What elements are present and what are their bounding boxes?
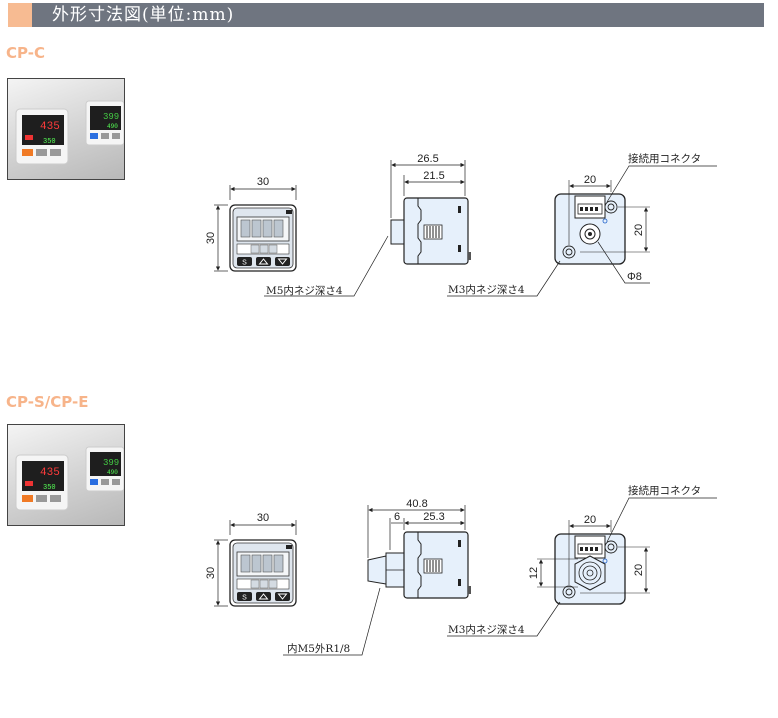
section-title-cp-c: CP-C xyxy=(6,44,45,62)
svg-text:M3内ネジ深さ4: M3内ネジ深さ4 xyxy=(448,283,525,296)
side-view-cp-c: 26.5 21.5 M5内ネジ深さ4 xyxy=(264,153,472,297)
page-title: 外形寸法図(単位:mm) xyxy=(52,5,235,25)
front-view-cp-c: 30 30 xyxy=(205,176,297,272)
svg-text:20: 20 xyxy=(633,224,645,236)
svg-text:350: 350 xyxy=(43,484,56,492)
svg-text:26.5: 26.5 xyxy=(417,153,438,165)
device-right: 399 490 xyxy=(85,446,124,492)
svg-text:接続用コネクタ: 接続用コネクタ xyxy=(628,484,701,497)
svg-text:内M5外R1/8: 内M5外R1/8 xyxy=(287,642,350,655)
svg-text:435: 435 xyxy=(40,467,60,479)
svg-text:350: 350 xyxy=(43,138,56,146)
svg-text:490: 490 xyxy=(107,123,118,130)
svg-text:Φ8: Φ8 xyxy=(627,271,642,283)
svg-text:30: 30 xyxy=(257,176,269,188)
side-view-cp-s-cp-e: 40.8 6 25.3 内M5外R1/8 xyxy=(283,498,472,656)
svg-text:M3内ネジ深さ4: M3内ネジ深さ4 xyxy=(448,623,525,636)
svg-text:435: 435 xyxy=(40,121,60,133)
back-view-cp-c: 20 20 接続用コネクタ M3内ネジ深さ4 Φ8 xyxy=(447,152,717,297)
svg-text:20: 20 xyxy=(584,174,596,186)
product-photo-cp-s-cp-e: 435 350 399 490 xyxy=(7,424,125,526)
device-left: 435 350 xyxy=(15,108,69,165)
svg-text:40.8: 40.8 xyxy=(406,498,427,510)
svg-text:20: 20 xyxy=(584,514,596,526)
svg-text:30: 30 xyxy=(205,567,217,579)
page-header: 外形寸法図(単位:mm) xyxy=(8,3,764,27)
svg-text:30: 30 xyxy=(205,232,217,244)
header-accent xyxy=(8,3,32,27)
svg-text:21.5: 21.5 xyxy=(423,170,444,182)
front-view-cp-s-cp-e: 30 30 xyxy=(205,512,297,607)
svg-text:399: 399 xyxy=(103,112,119,122)
svg-text:30: 30 xyxy=(257,512,269,524)
svg-text:12: 12 xyxy=(528,567,540,579)
back-view-cp-s-cp-e: 20 20 12 接続用コネクタ M3内ネジ深さ4 xyxy=(447,484,717,637)
section-title-cp-s-cp-e: CP-S/CP-E xyxy=(6,393,89,411)
device-right: 399 490 xyxy=(85,100,124,146)
svg-text:6: 6 xyxy=(394,511,400,523)
svg-text:25.3: 25.3 xyxy=(423,511,444,523)
svg-text:M5内ネジ深さ4: M5内ネジ深さ4 xyxy=(266,284,343,297)
svg-text:接続用コネクタ: 接続用コネクタ xyxy=(628,152,701,165)
svg-text:399: 399 xyxy=(103,458,119,468)
svg-text:490: 490 xyxy=(107,469,118,476)
svg-text:20: 20 xyxy=(633,564,645,576)
product-photo-cp-c: 435 350 399 490 xyxy=(7,78,125,180)
device-left: 435 350 xyxy=(15,454,69,511)
